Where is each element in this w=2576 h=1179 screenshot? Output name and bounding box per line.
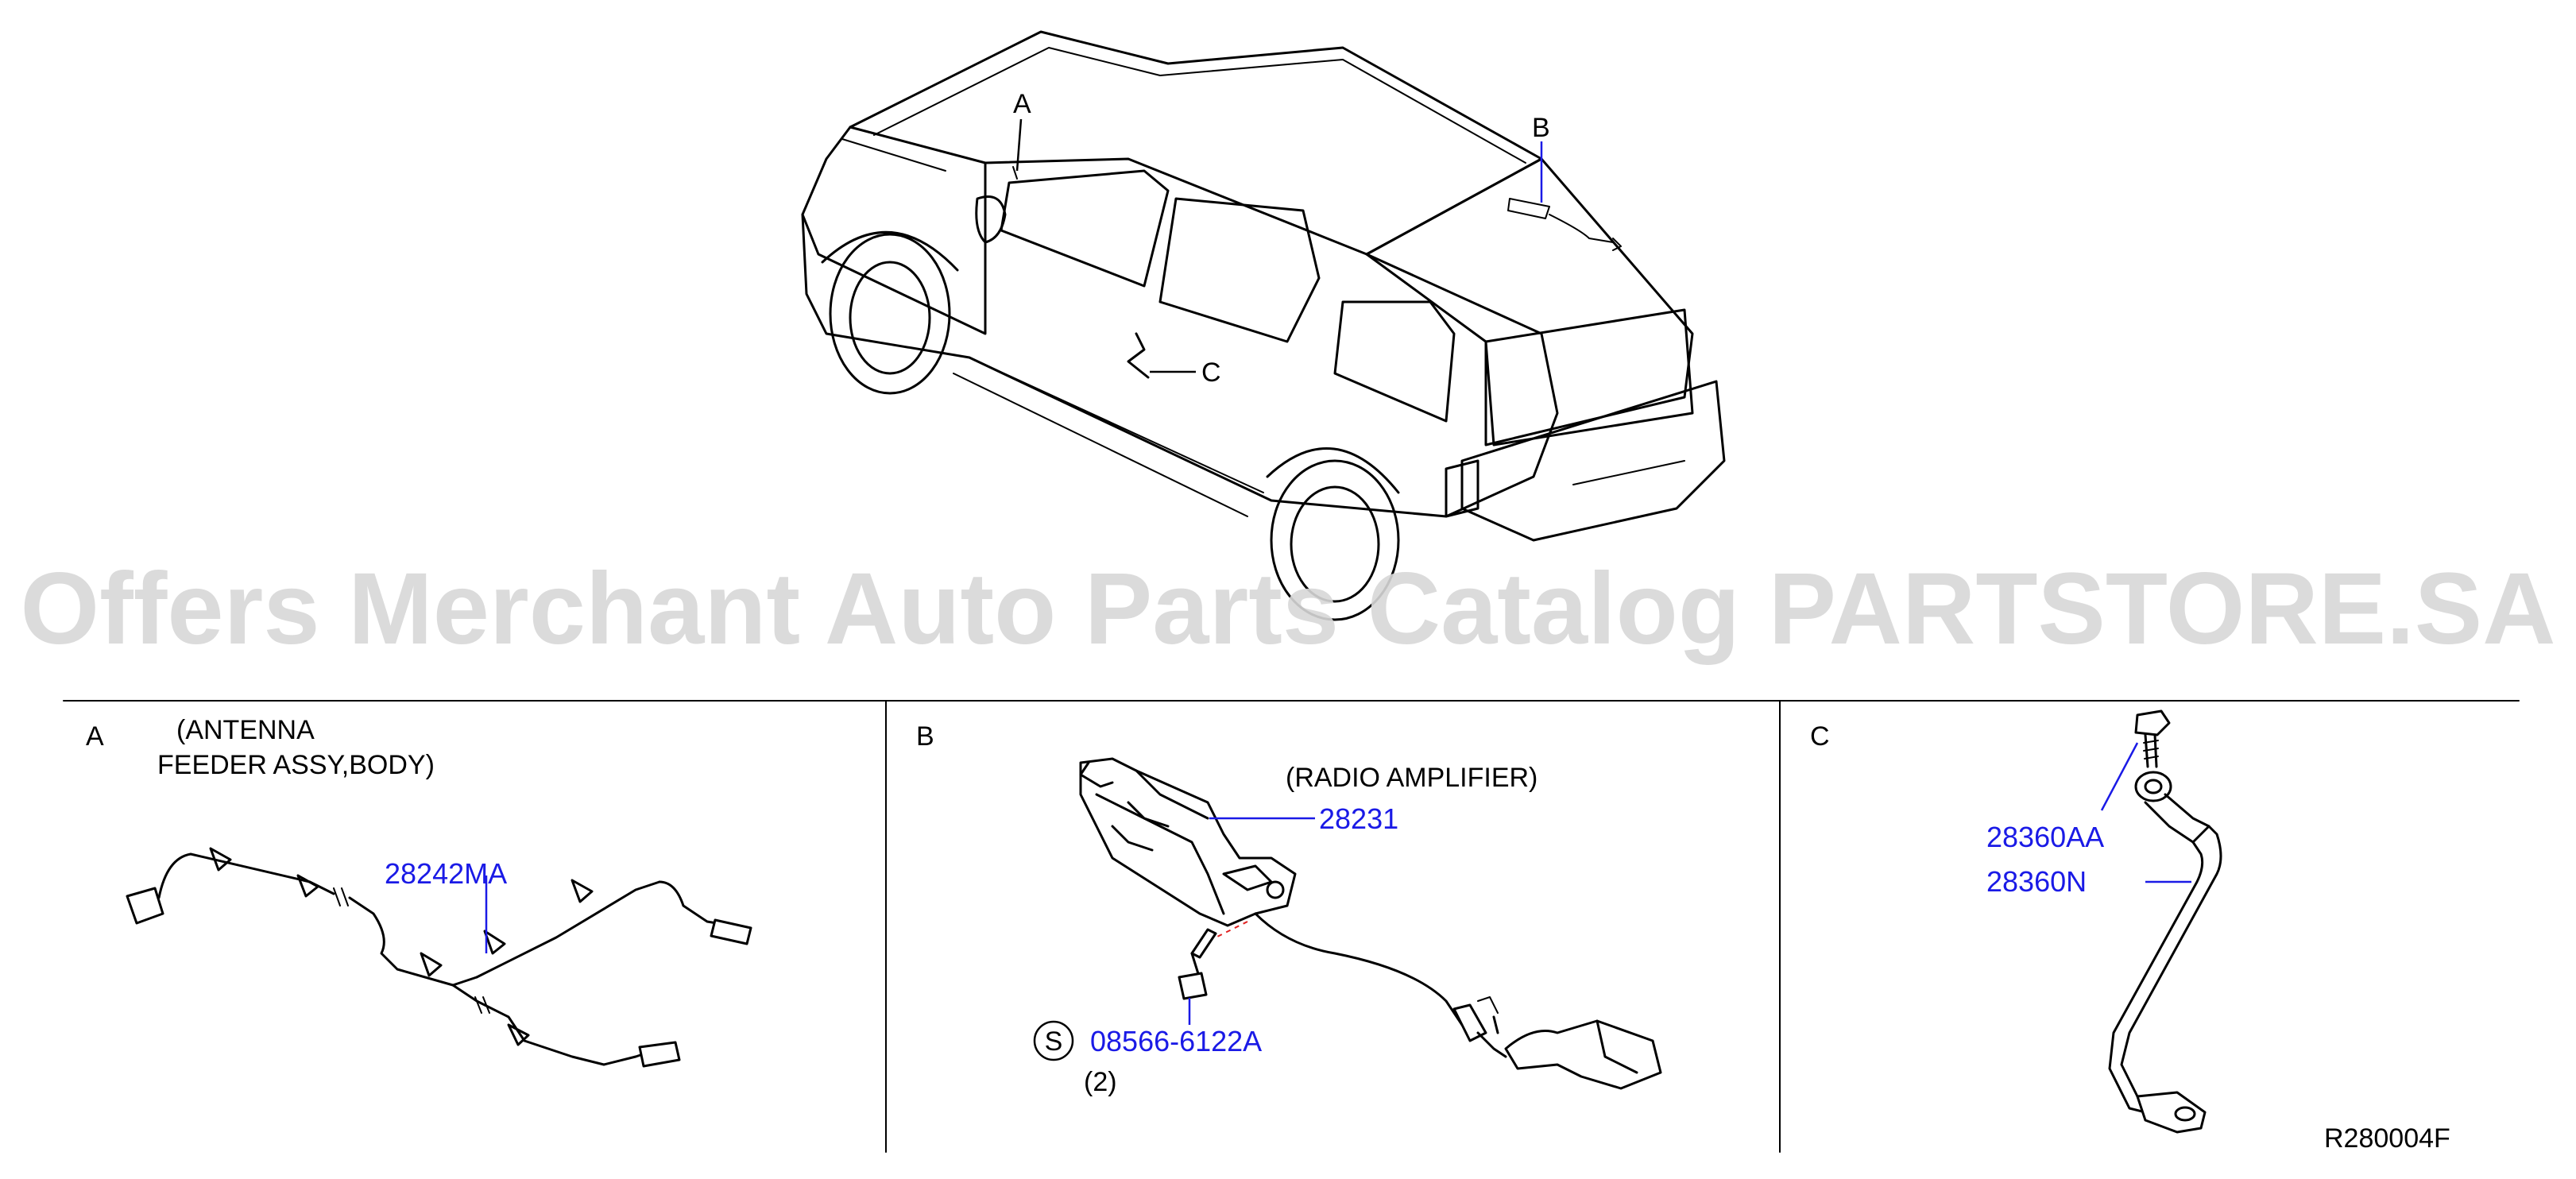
detail-panels-frame bbox=[63, 700, 2520, 1153]
panel-b-description: (RADIO AMPLIFIER) bbox=[1286, 763, 1537, 793]
vehicle-callout-a: A bbox=[1013, 89, 1031, 119]
diagram-code: R280004F bbox=[2324, 1123, 2450, 1154]
panel-c-letter: C bbox=[1810, 721, 1830, 752]
panel-b-letter: B bbox=[916, 721, 934, 752]
panel-a-description-line2: FEEDER ASSY,BODY) bbox=[157, 750, 435, 780]
panel-c: C 28360AA 28360N bbox=[1810, 709, 2222, 1134]
vehicle-callout-b: B bbox=[1532, 113, 1550, 143]
antenna-feeder-harness bbox=[126, 847, 752, 1068]
panel-b: B (RADIO AMPLIFIER) bbox=[916, 721, 1662, 1097]
ground-strap-illustration bbox=[2108, 771, 2222, 1134]
watermark-text: Offers Merchant Auto Parts Catalog PARTS… bbox=[21, 552, 2556, 666]
part-number-28360aa[interactable]: 28360AA bbox=[1986, 821, 2104, 853]
service-symbol-circle bbox=[1033, 1020, 1074, 1061]
part-number-28231[interactable]: 28231 bbox=[1319, 802, 1398, 835]
part-number-08566-6122a[interactable]: 08566-6122A bbox=[1090, 1025, 1262, 1057]
bolt-alignment-dash bbox=[1215, 921, 1248, 938]
part-number-28360n[interactable]: 28360N bbox=[1986, 865, 2087, 898]
bolt-quantity: (2) bbox=[1084, 1067, 1117, 1097]
vehicle-callout-c: C bbox=[1201, 358, 1221, 388]
service-symbol-s: S bbox=[1045, 1026, 1063, 1057]
part-number-28242ma[interactable]: 28242MA bbox=[385, 857, 507, 890]
vehicle-illustration bbox=[801, 30, 1726, 621]
ground-bolt-illustration bbox=[2134, 709, 2171, 768]
radio-amplifier-illustration bbox=[1079, 757, 1662, 1090]
panel-a-description-line1: (ANTENNA bbox=[176, 715, 315, 745]
panel-a: A (ANTENNA FEEDER ASSY,BODY) bbox=[86, 715, 752, 1068]
panel-a-letter: A bbox=[86, 721, 104, 752]
